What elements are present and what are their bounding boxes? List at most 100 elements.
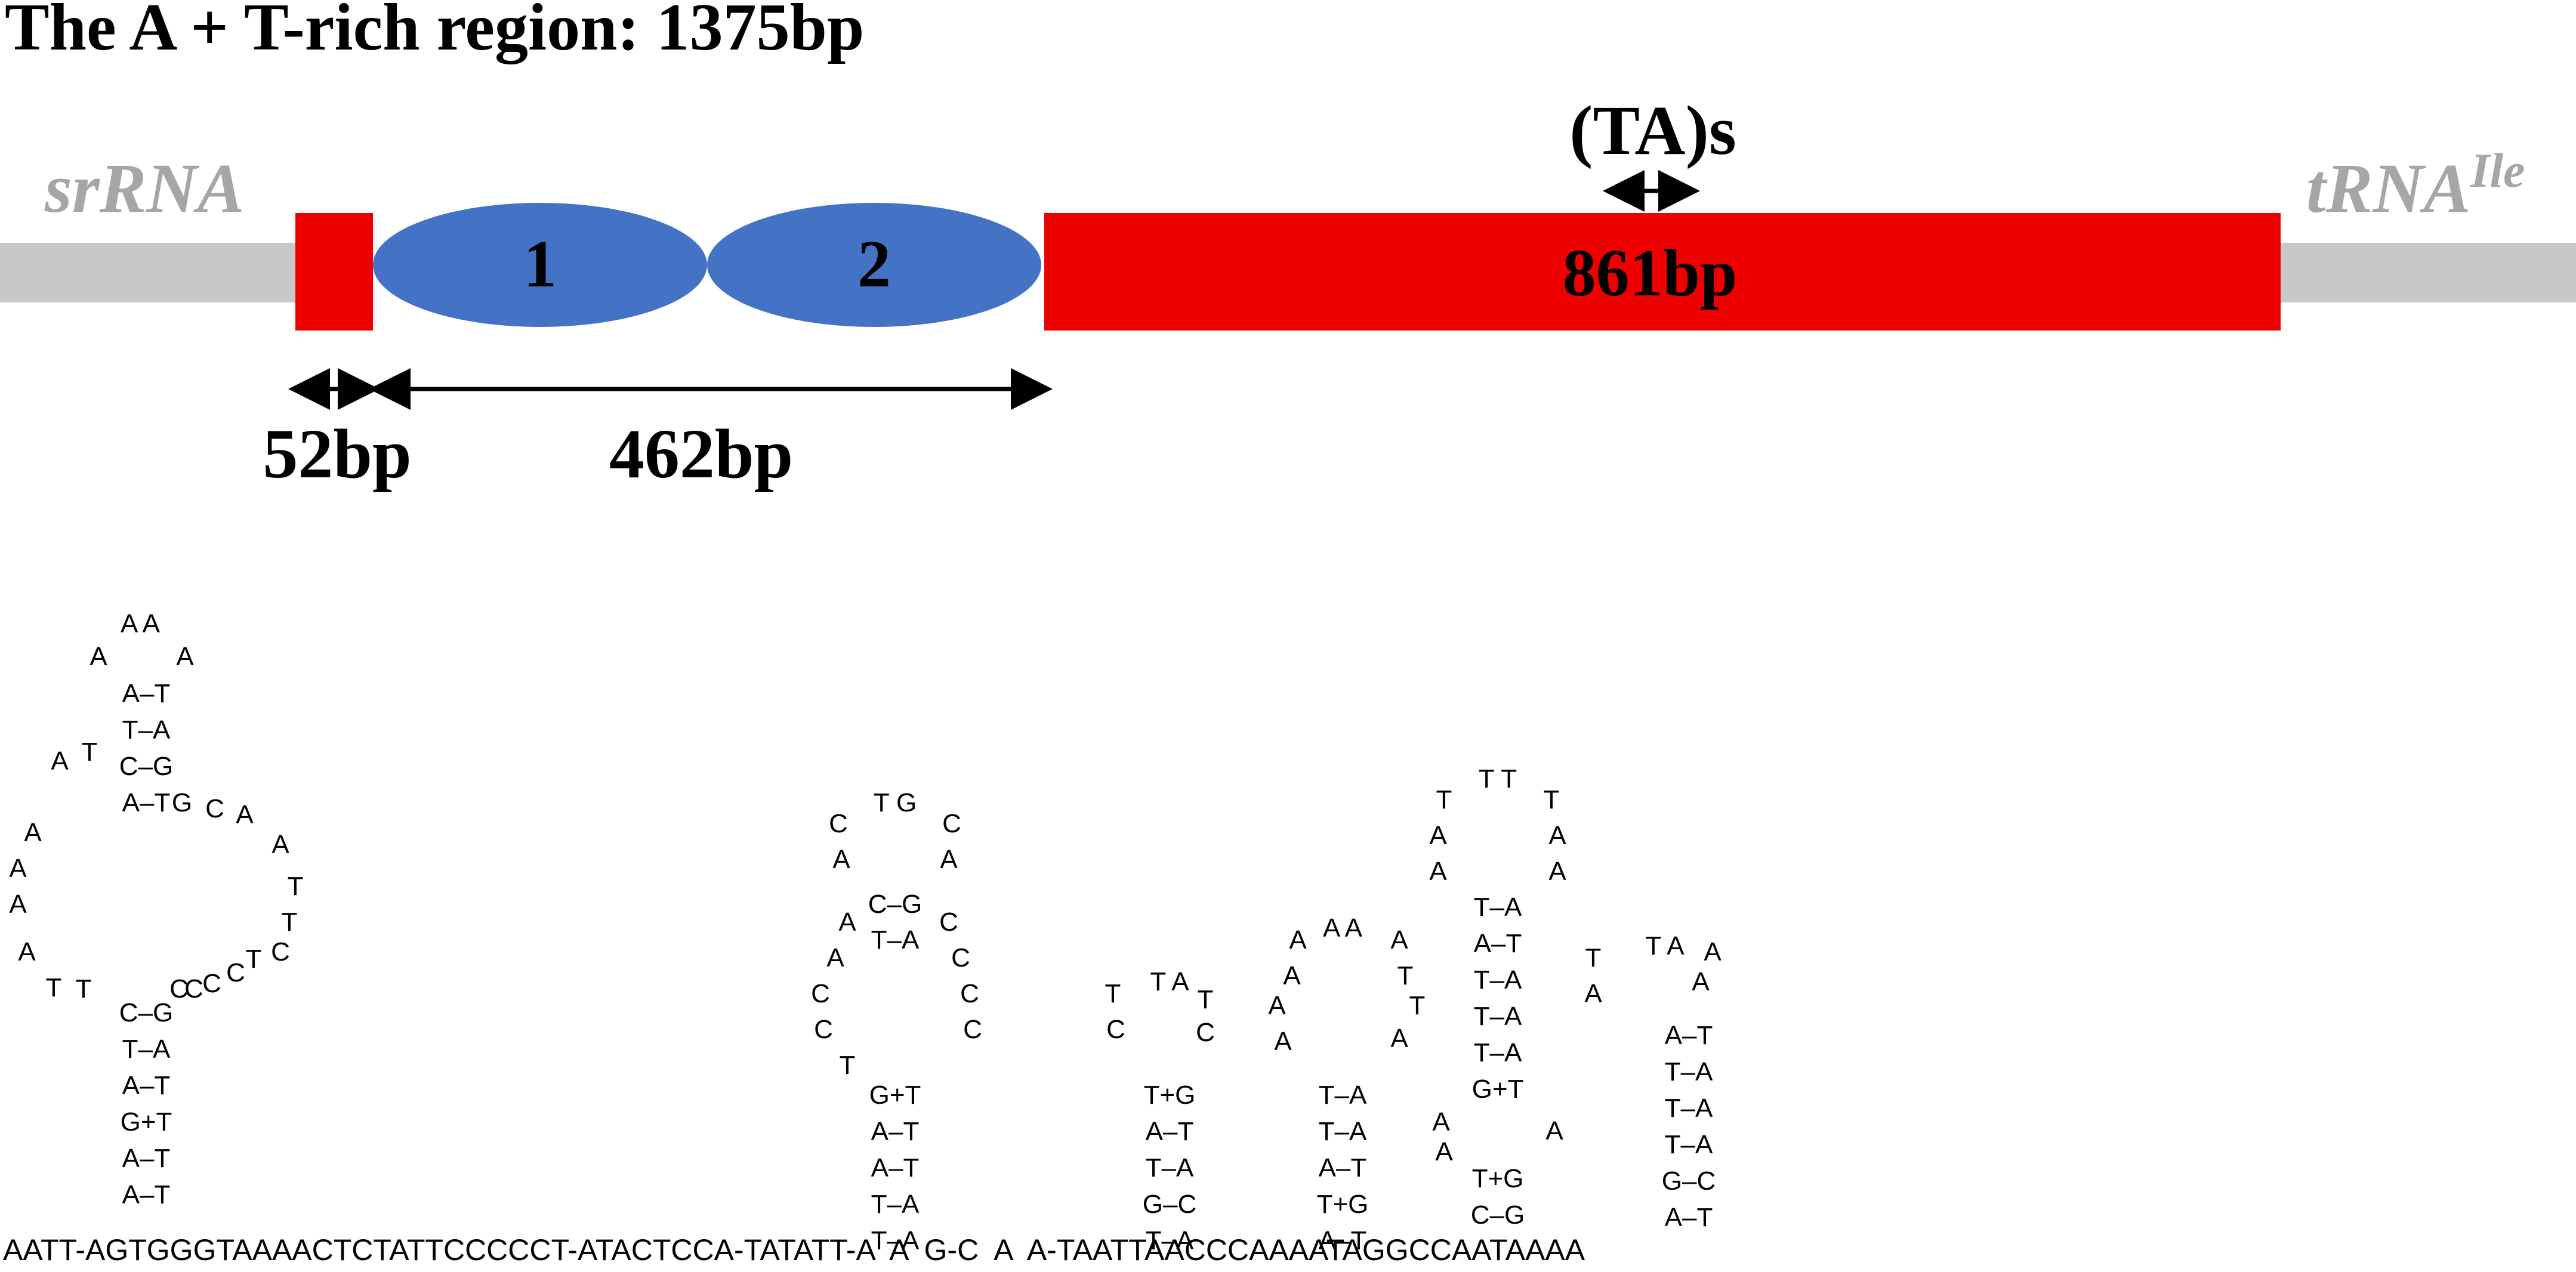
- hairpin-2-bulge-right-base: C: [960, 979, 979, 1008]
- hairpin-1-bulge-right-base: C: [184, 974, 203, 1004]
- hairpin-1-bulge-right-base: G: [172, 788, 192, 817]
- hairpin-1-bulge-right-base: C: [169, 974, 189, 1004]
- hairpin-1-bulge-right-base: T: [288, 872, 304, 901]
- backbone-sequence: AATT-AGTGGGTAAAACTCTATTCCCCCT-ATACTCCA-T…: [3, 1233, 1585, 1267]
- hairpin-2-bulge-left-base: C: [811, 979, 830, 1008]
- hairpin-1-bulge-left-base: T: [76, 974, 92, 1004]
- hairpin-4-loop-base: A: [1274, 1027, 1292, 1056]
- hairpin-1-bulge-right-base: A: [272, 830, 289, 859]
- left-flank-bar: [0, 243, 295, 302]
- hairpin-5-bulge-left-base: A: [1432, 1107, 1450, 1137]
- hairpin-3-stem-pair: T–A: [1146, 1153, 1194, 1183]
- hairpin-5-stem-pair: T+G: [1472, 1164, 1524, 1193]
- hairpin-4-stem-pair: T+G: [1317, 1190, 1369, 1219]
- hairpin-1-bulge-left-base: A: [9, 854, 27, 883]
- hairpin-4-stem-pair: A–T: [1319, 1226, 1367, 1255]
- repeat-unit-1-label: 1: [523, 227, 557, 301]
- hairpin-2-stem-pair: C–G: [868, 890, 922, 919]
- hairpin-5-stem-pair: T–A: [1474, 893, 1522, 922]
- hairpin-4-loop-base: T: [1409, 991, 1426, 1020]
- hairpin-2-loop-base: C: [829, 809, 848, 838]
- hairpin-5-loop-base: T: [1436, 785, 1452, 814]
- hairpin-1-stem-pair: C–G: [119, 752, 173, 781]
- hairpin-1-bulge-left-base: A: [18, 937, 36, 967]
- segment-52bp-label: 52bp: [263, 415, 411, 493]
- hairpin-1-loop-base: A: [176, 642, 194, 671]
- hairpin-5-stem-pair: C–G: [1471, 1200, 1525, 1230]
- hairpin-2-bulge-right-base: C: [951, 943, 970, 972]
- hairpin-1-stem-pair: C–G: [119, 998, 173, 1027]
- hairpin-5-loop-base: A: [1429, 857, 1447, 886]
- hairpin-6-loop-base: A: [1704, 937, 1722, 967]
- segment-462bp-label: 462bp: [609, 415, 793, 493]
- hairpin-4-loop-base: A: [1283, 961, 1301, 990]
- hairpin-1-bulge-left-base: A: [24, 818, 42, 847]
- long-block-label: 861bp: [1563, 236, 1738, 310]
- right-flank-label: tRNAIle: [2306, 143, 2525, 227]
- hairpin-1-bulge-right-base: A: [236, 800, 254, 829]
- hairpin-6-stem-pair: T–A: [1665, 1094, 1713, 1123]
- hairpin-6-loop-base: T: [1585, 943, 1602, 972]
- ta-repeat-label: (TA)s: [1569, 91, 1736, 169]
- hairpin-6-loop-base: A: [1584, 979, 1602, 1008]
- hairpin-1-bulge-right-base: T: [282, 907, 298, 937]
- hairpin-6-stem-pair: T–A: [1665, 1130, 1713, 1159]
- hairpin-1-stem-pair: T–A: [122, 715, 171, 745]
- hairpin-1-bulge-left-base: A: [51, 746, 69, 776]
- hairpin-1-bulge-left-base: A: [9, 890, 27, 919]
- hairpin-1-bulge-right-base: C: [226, 958, 245, 987]
- hairpin-4-stem-pair: T–A: [1319, 1117, 1367, 1146]
- hairpin-5-loop-base: A: [1429, 821, 1447, 850]
- hairpin-2-bulge-right-base: C: [939, 907, 958, 937]
- hairpin-6-stem-pair: A–T: [1665, 1021, 1713, 1050]
- hairpin-4-loop-base: A: [1268, 991, 1286, 1020]
- right-flank-label-superscript: Ile: [2470, 143, 2525, 197]
- hairpin-1-bulge-right-base: C: [271, 937, 290, 967]
- hairpin-5-stem-pair: G+T: [1472, 1075, 1524, 1104]
- hairpin-2-stem-pair: A–T: [871, 1153, 920, 1183]
- hairpin-2-bulge-left-base: A: [838, 907, 856, 937]
- hairpin-1-stem-pair: A–T: [122, 1071, 171, 1100]
- hairpin-1-stem-pair: A–T: [122, 1180, 171, 1209]
- hairpin-6-stem-pair: G–C: [1662, 1166, 1716, 1196]
- hairpin-4-loop-base: T: [1397, 961, 1414, 990]
- hairpin-3-stem-pair: A–T: [1146, 1117, 1194, 1146]
- left-flank-label: srRNA: [44, 149, 244, 227]
- hairpin-1-stem-pair: T–A: [122, 1035, 171, 1064]
- hairpin-1-bulge-right-base: C: [205, 794, 224, 823]
- hairpin-5-loop-base: A: [1548, 821, 1566, 850]
- hairpin-6-stem-pair: A–T: [1665, 1203, 1713, 1232]
- hairpin-1-bulge-right-base: T: [246, 944, 262, 974]
- hairpin-1-stem-pair: A–T: [122, 1144, 171, 1173]
- hairpin-5-bulge-right-base: A: [1545, 1116, 1563, 1146]
- secondary-structure: AATT-AGTGGGTAAAACTCTATTCCCCCT-ATACTCCA-T…: [3, 609, 1722, 1267]
- hairpin-5-stem-pair: T–A: [1474, 1038, 1522, 1067]
- hairpin-5-loop-base: T: [1544, 785, 1560, 814]
- hairpin-2-bulge-left-base: T: [840, 1051, 856, 1080]
- hairpin-2-bulge-left-base: C: [814, 1015, 833, 1044]
- hairpin-6-loop-base: T A: [1645, 931, 1685, 961]
- hairpin-6-loop-base: A: [1692, 967, 1710, 996]
- long-red-block: [1044, 213, 2281, 331]
- hairpin-3-stem-pair: T+G: [1144, 1080, 1196, 1110]
- hairpin-5-loop-base: A: [1548, 857, 1566, 886]
- hairpin-2-stem-pair: T–A: [871, 925, 920, 955]
- repeat-unit-1: [373, 203, 707, 327]
- right-flank-label-base: tRNA: [2306, 149, 2470, 227]
- hairpin-2-bulge-right-base: C: [963, 1015, 982, 1044]
- hairpin-2-stem-pair: T–A: [871, 1226, 920, 1255]
- hairpin-2-loop-base: A: [832, 845, 850, 874]
- short-red-block: [295, 213, 373, 331]
- hairpin-2-stem-pair: G+T: [869, 1080, 921, 1110]
- hairpin-3-loop-base: T: [1105, 979, 1121, 1008]
- hairpin-3-loop-base: C: [1196, 1018, 1215, 1047]
- diagram-title: The A + T-rich region: 1375bp: [5, 0, 864, 64]
- hairpin-2-stem-pair: A–T: [871, 1117, 920, 1146]
- hairpin-5-loop-base: T T: [1479, 764, 1517, 794]
- hairpin-4-loop-base: A A: [1323, 913, 1363, 943]
- hairpin-5-stem-pair: T–A: [1474, 965, 1522, 995]
- hairpin-3-stem-pair: T–A: [1146, 1226, 1194, 1255]
- hairpin-2-loop-base: T G: [874, 788, 917, 817]
- hairpin-6-stem-pair: T–A: [1665, 1057, 1713, 1086]
